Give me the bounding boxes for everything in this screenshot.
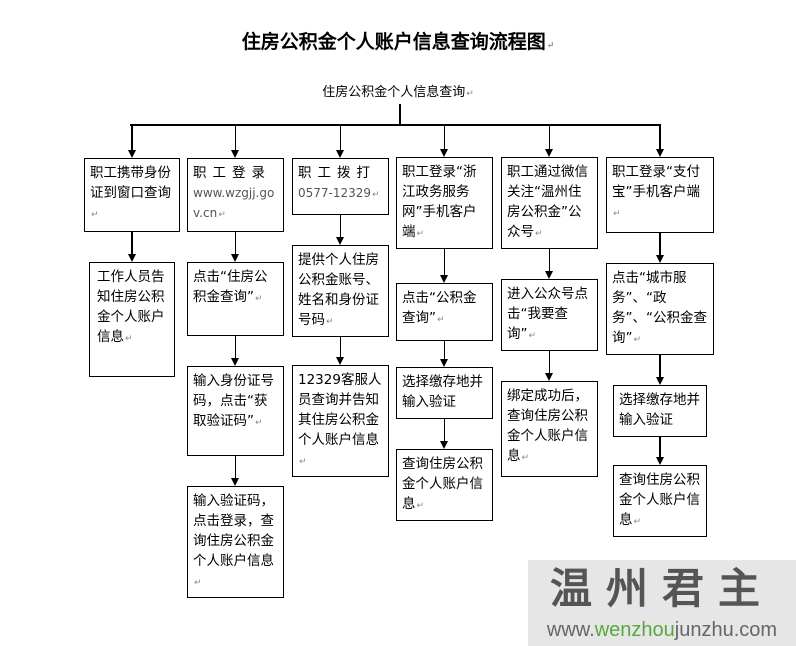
watermark-url: www.wenzhoujunzhu.com bbox=[546, 619, 778, 641]
arrow-down-icon bbox=[127, 125, 137, 158]
arrow-down-icon bbox=[336, 125, 346, 158]
step-bind-success: 绑定成功后，查询住房公积金个人账户信息 bbox=[501, 381, 598, 477]
step-alipay-result: 查询住房公积金个人账户信息 bbox=[613, 465, 707, 537]
step-wechat: 职工通过微信关注“温州住房公积金”公众号 bbox=[501, 157, 598, 249]
arrow-down-icon bbox=[336, 337, 346, 365]
hotline-number: 0577-12329 bbox=[298, 186, 380, 200]
step-alipay-location: 选择缴存地并输入验证 bbox=[613, 385, 707, 437]
step-staff-inform: 工作人员告知住房公积金个人账户信息 bbox=[89, 262, 175, 377]
arrow-down-icon bbox=[231, 456, 241, 486]
arrow-down-icon bbox=[655, 437, 665, 465]
step-alipay: 职工登录“支付宝”手机客户端 bbox=[606, 157, 714, 233]
arrow-down-icon bbox=[655, 355, 665, 385]
step-window-query: 职工携带身份证到窗口查询 bbox=[84, 158, 180, 232]
connector-trunk bbox=[399, 104, 401, 125]
arrow-down-icon bbox=[655, 233, 665, 263]
root-node: 住房公积金个人信息查询 bbox=[0, 84, 796, 103]
arrow-down-icon bbox=[440, 125, 450, 157]
step-query-result: 查询住房公积金个人账户信息 bbox=[396, 449, 493, 521]
arrow-down-icon bbox=[231, 232, 241, 262]
step-enter-code: 输入验证码，点击登录，查询住房公积金个人账户信息 bbox=[187, 486, 284, 598]
step-click-gjj: 点击“公积金查询” bbox=[396, 283, 493, 341]
arrow-down-icon bbox=[545, 249, 555, 279]
arrow-down-icon bbox=[655, 125, 665, 157]
connector-branch-line bbox=[130, 124, 661, 126]
channel-window: 职工携带身份证到窗口查询 工作人员告知住房公积金个人账户信息 bbox=[84, 125, 180, 377]
page-title: 住房公积金个人账户信息查询流程图 bbox=[0, 30, 796, 58]
step-select-location: 选择缴存地并输入验证 bbox=[396, 367, 493, 419]
arrow-down-icon bbox=[545, 125, 555, 157]
arrow-down-icon bbox=[231, 125, 241, 158]
channel-zhejiang-app: 职工登录“浙江政务服务网”手机客户端 点击“公积金查询” 选择缴存地并输入验证 … bbox=[396, 125, 493, 521]
arrow-down-icon bbox=[440, 249, 450, 283]
watermark-logo-text: 温州君主 bbox=[549, 564, 774, 613]
step-city-service: 点击“城市服务”、“政务”、“公积金查询” bbox=[606, 263, 714, 355]
watermark: 温州君主 www.wenzhoujunzhu.com bbox=[528, 560, 796, 646]
step-provide-info: 提供个人住房公积金账号、姓名和身份证号码 bbox=[292, 245, 389, 337]
arrow-down-icon bbox=[231, 336, 241, 366]
arrow-down-icon bbox=[440, 419, 450, 449]
step-click-query: 点击“住房公积金查询” bbox=[187, 262, 284, 336]
website-url: www.wzgjj.gov.cn bbox=[193, 186, 274, 220]
step-wechat-query: 进入公众号点击“我要查询” bbox=[501, 279, 598, 351]
channel-wechat: 职工通过微信关注“温州住房公积金”公众号 进入公众号点击“我要查询” 绑定成功后… bbox=[501, 125, 598, 477]
step-enter-id: 输入身份证号码，点击“获取验证码” bbox=[187, 366, 284, 456]
arrow-down-icon bbox=[336, 215, 346, 245]
channel-alipay: 职工登录“支付宝”手机客户端 点击“城市服务”、“政务”、“公积金查询” 选择缴… bbox=[606, 125, 714, 537]
arrow-down-icon bbox=[440, 341, 450, 367]
arrow-down-icon bbox=[127, 232, 137, 262]
step-zhejiang-app: 职工登录“浙江政务服务网”手机客户端 bbox=[396, 157, 493, 249]
arrow-down-icon bbox=[545, 351, 555, 381]
step-hotline-inform: 12329客服人员查询并告知其住房公积金个人账户信息 bbox=[292, 365, 389, 477]
